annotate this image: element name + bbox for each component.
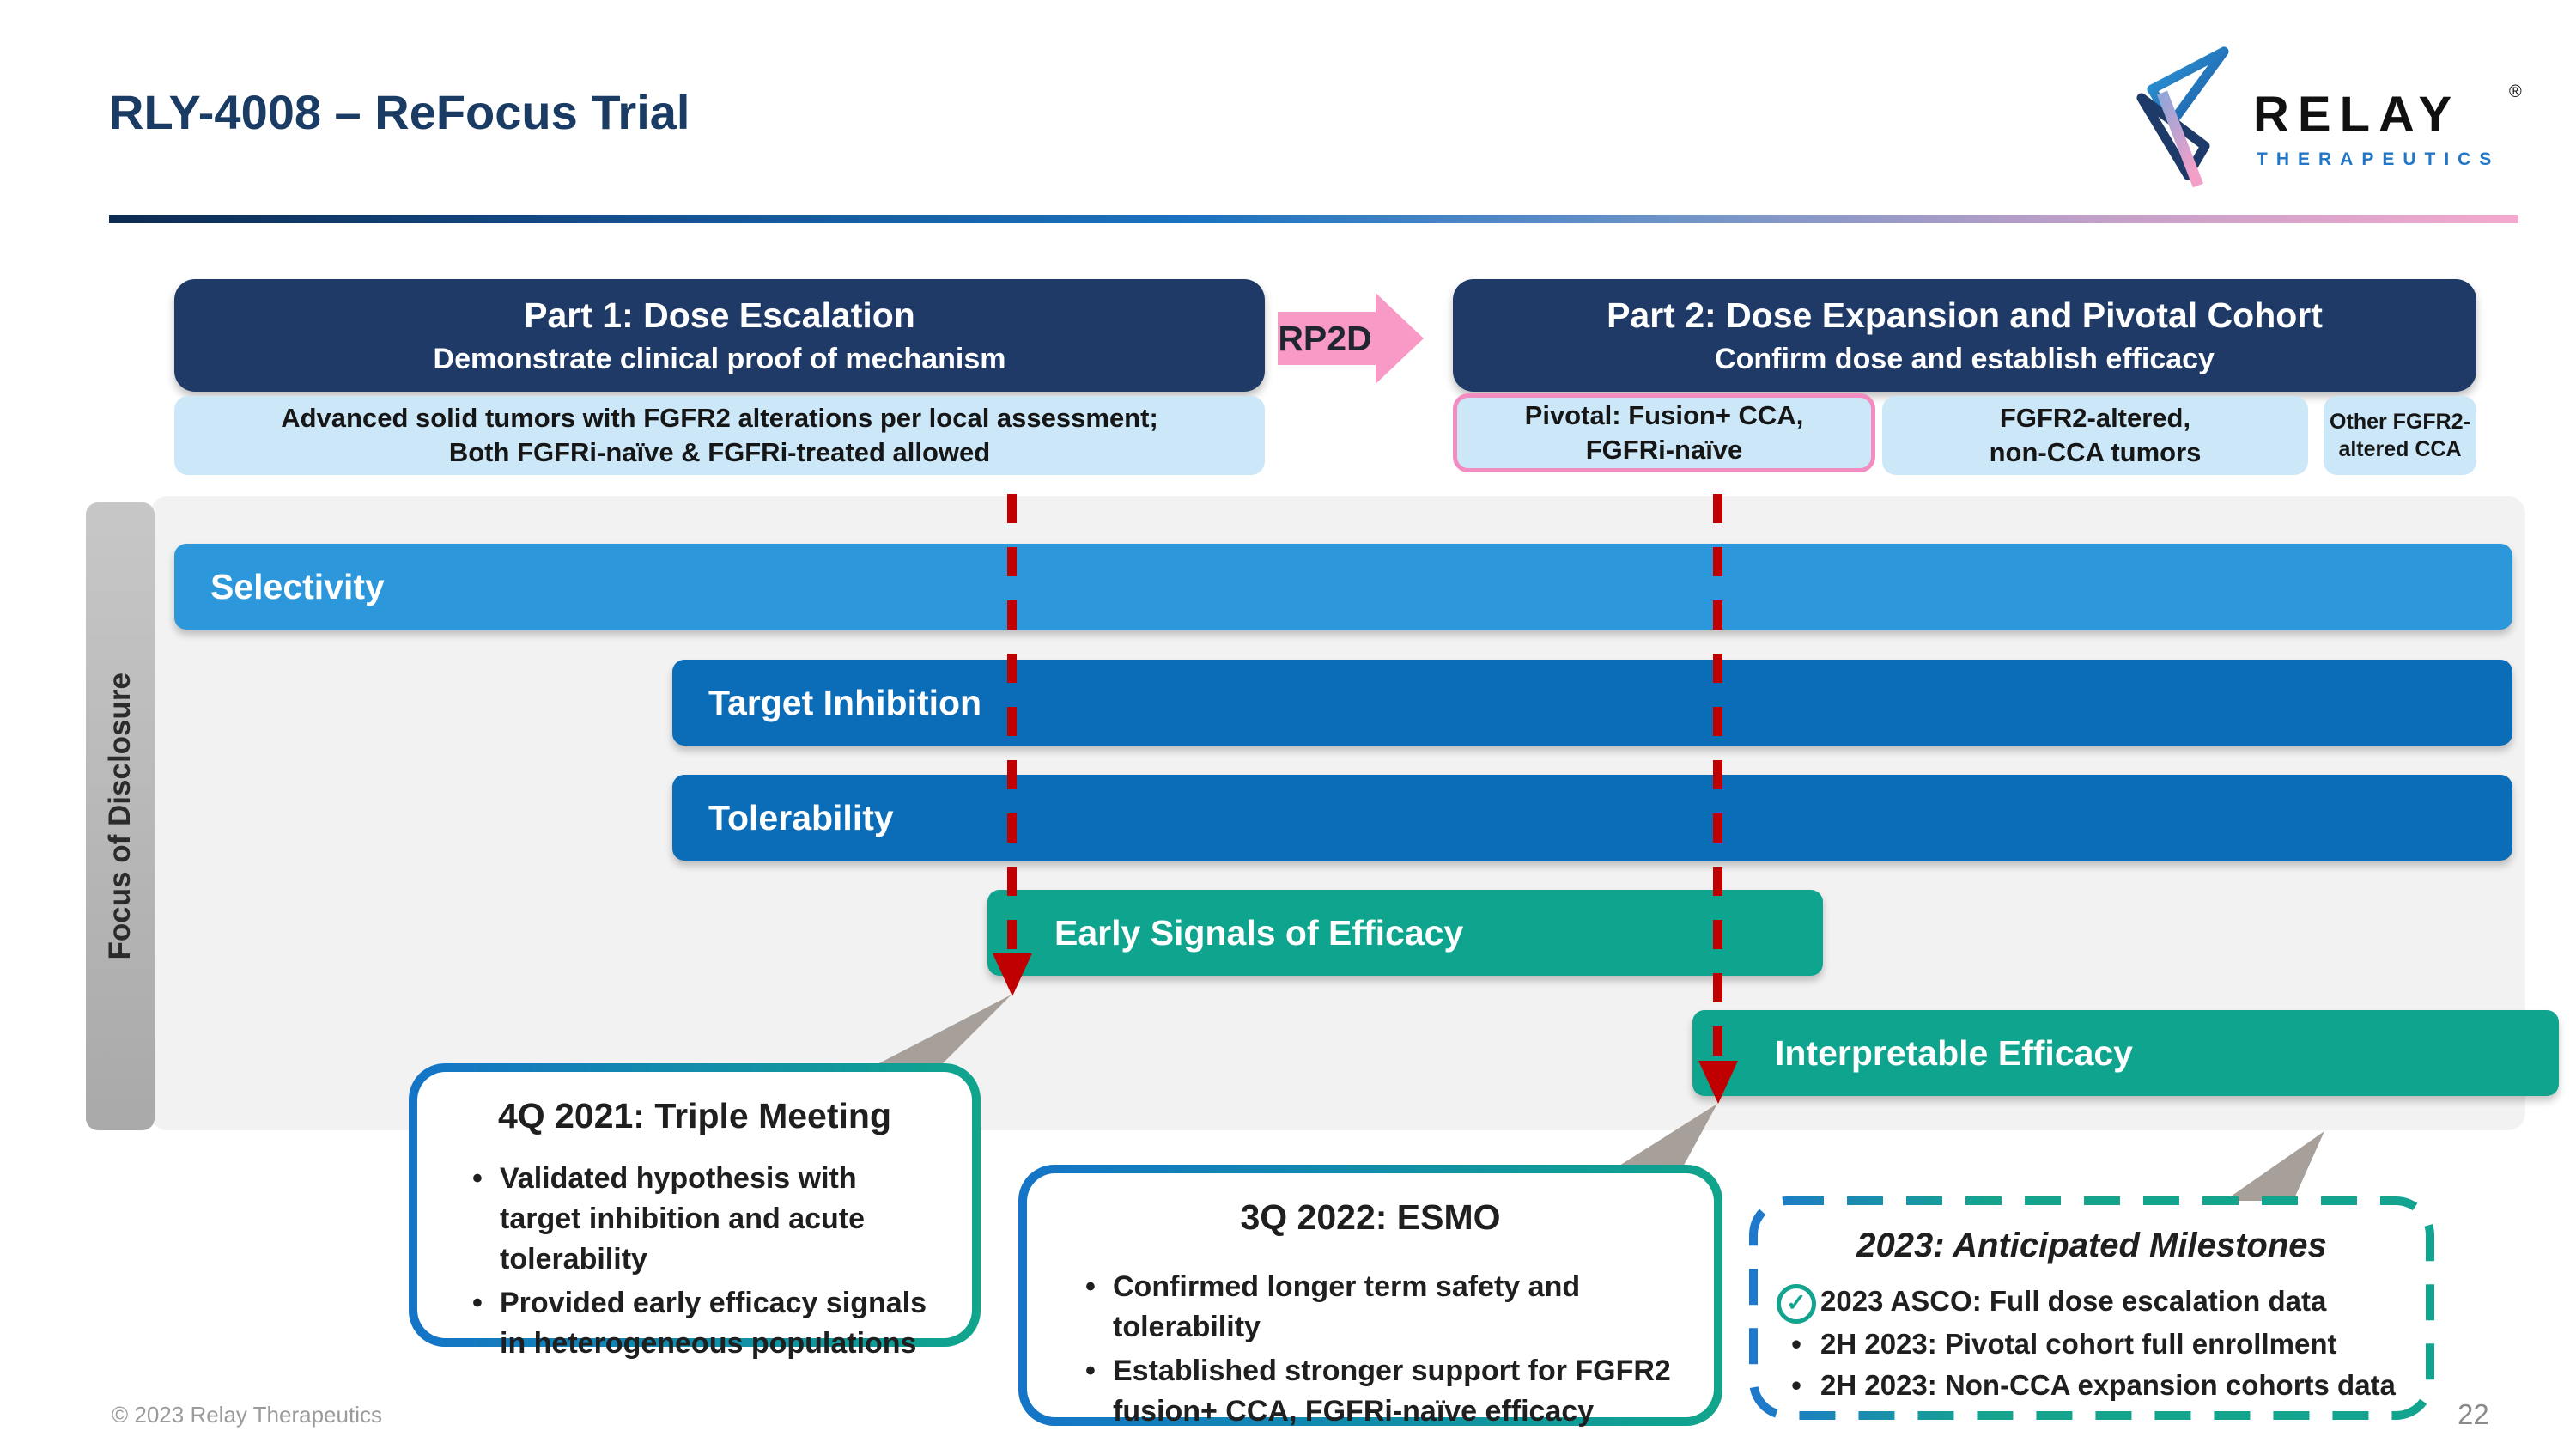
cohort-other-box: Other FGFR2- altered CCA <box>2324 396 2476 475</box>
logo-subbrand-text: THERAPEUTICS <box>2257 149 2500 169</box>
bullet-icon: • <box>1085 1354 1096 1387</box>
logo-registered-mark: ® <box>2509 82 2522 101</box>
part2-title: Part 2: Dose Expansion and Pivotal Cohor… <box>1607 295 2323 335</box>
cohort-other-line1: Other FGFR2- <box>2330 409 2470 434</box>
list-item: • 2H 2023: Pivotal cohort full enrollmen… <box>1772 1324 2416 1365</box>
bar-target-inhibition: Target Inhibition <box>672 660 2512 746</box>
callout-triple-meeting: 4Q 2021: Triple Meeting • Validated hypo… <box>409 1063 981 1360</box>
page-title: RLY-4008 – ReFocus Trial <box>109 85 690 139</box>
callout-esmo: 3Q 2022: ESMO • Confirmed longer term sa… <box>1018 1165 1722 1428</box>
bar-selectivity: Selectivity <box>174 544 2512 630</box>
cohort-pivotal-box: Pivotal: Fusion+ CCA, FGFRi-naïve <box>1453 393 1875 472</box>
part1-population-line2: Both FGFRi-naïve & FGFRi-treated allowed <box>448 437 991 467</box>
focus-of-disclosure-rail: Focus of Disclosure <box>86 502 155 1130</box>
part2-header-box: Part 2: Dose Expansion and Pivotal Cohor… <box>1453 279 2476 392</box>
cohort-pivotal-line1: Pivotal: Fusion+ CCA, <box>1524 399 1804 430</box>
rp2d-label: RP2D <box>1278 319 1372 358</box>
callout-triple-meeting-title: 4Q 2021: Triple Meeting <box>498 1096 891 1135</box>
cohort-noncca-box: FGFR2-altered, non-CCA tumors <box>1882 396 2308 475</box>
part1-population-line1: Advanced solid tumors with FGFR2 alterat… <box>281 402 1158 433</box>
page-number: 22 <box>2458 1398 2489 1430</box>
timeline-marker-part1-arrowhead-icon <box>993 953 1032 996</box>
bullet-icon: • <box>472 1162 483 1195</box>
footer-copyright: © 2023 Relay Therapeutics <box>112 1402 382 1428</box>
list-item: • Provided early efficacy signals in het… <box>455 1283 943 1364</box>
callout-milestones: 2023: Anticipated Milestones ✓ 2023 ASCO… <box>1748 1196 2435 1421</box>
part1-population-box: Advanced solid tumors with FGFR2 alterat… <box>174 396 1265 475</box>
part2-subtitle: Confirm dose and establish efficacy <box>1715 342 2215 375</box>
relay-logo: RELAY ® THERAPEUTICS <box>2135 45 2530 199</box>
timeline-marker-part2-arrowhead-icon <box>1698 1061 1738 1104</box>
list-item: • Established stronger support for FGFR2… <box>1068 1351 1688 1432</box>
list-item: • Confirmed longer term safety and toler… <box>1068 1267 1688 1348</box>
bar-early-signals-of-efficacy: Early Signals of Efficacy <box>987 890 1823 976</box>
bar-tolerability: Tolerability <box>672 775 2512 861</box>
bullet-icon: • <box>1791 1368 1801 1401</box>
bullet-icon: • <box>1791 1328 1801 1360</box>
timeline-marker-part2-line <box>1713 494 1722 1061</box>
timeline-marker-part1-line <box>1007 494 1017 953</box>
list-item: ✓ 2023 ASCO: Full dose escalation data <box>1772 1281 2416 1324</box>
logo-brand-text: RELAY <box>2253 87 2461 143</box>
cohort-other-line2: altered CCA <box>2338 437 2462 461</box>
callout-milestones-title: 2023: Anticipated Milestones <box>1856 1227 2327 1264</box>
part1-header-box: Part 1: Dose Escalation Demonstrate clin… <box>174 279 1265 392</box>
part1-title: Part 1: Dose Escalation <box>524 295 915 335</box>
cohort-noncca-line2: non-CCA tumors <box>1989 437 2202 467</box>
list-item: • 2H 2023: Non-CCA expansion cohorts dat… <box>1772 1365 2416 1406</box>
cohort-noncca-line1: FGFR2-altered, <box>1999 402 2191 433</box>
title-divider <box>109 215 2518 223</box>
rp2d-arrow <box>1278 312 1376 365</box>
focus-of-disclosure-label: Focus of Disclosure <box>103 673 137 960</box>
callout-esmo-title: 3Q 2022: ESMO <box>1240 1197 1501 1237</box>
rp2d-arrowhead-icon <box>1376 293 1424 384</box>
bullet-icon: • <box>472 1286 483 1319</box>
milestones-dashed-border <box>1749 1196 2434 1420</box>
relay-logo-mark-icon <box>2136 46 2229 188</box>
part1-subtitle: Demonstrate clinical proof of mechanism <box>433 342 1006 375</box>
bar-interpretable-efficacy: Interpretable Efficacy <box>1692 1010 2559 1096</box>
bullet-icon: • <box>1085 1270 1096 1303</box>
check-circle-icon: ✓ <box>1777 1284 1816 1324</box>
cohort-pivotal-line2: FGFRi-naïve <box>1585 435 1743 465</box>
list-item: • Validated hypothesis with target inhib… <box>455 1159 943 1280</box>
